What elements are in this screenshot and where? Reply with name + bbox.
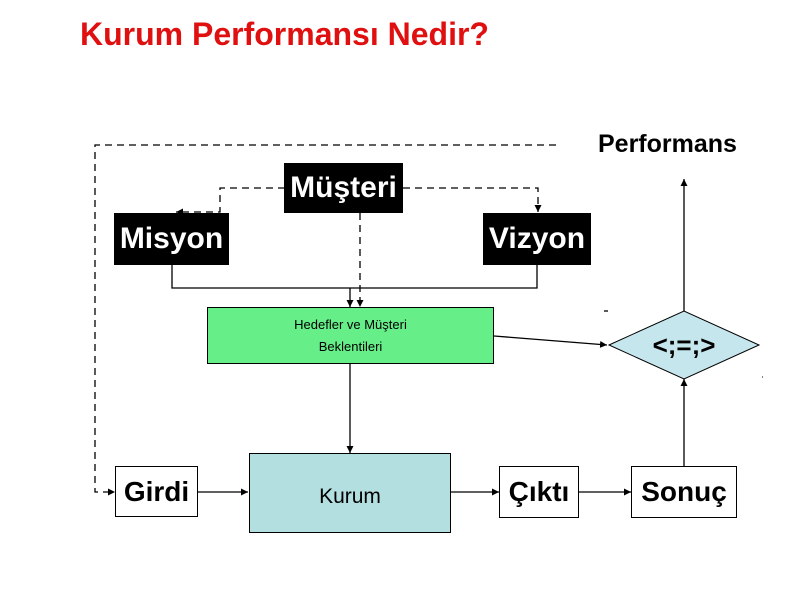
vizyon-label: Vizyon — [488, 222, 586, 255]
musteri-label: Müşteri — [290, 171, 397, 204]
kurum-box: Kurum — [249, 453, 451, 533]
performans-label: Performans — [598, 130, 737, 158]
hedefler-label-line2: Beklentileri — [318, 338, 383, 354]
musteri-box: Müşteri — [284, 163, 403, 213]
cikti-label: Çıktı — [508, 476, 570, 507]
sonuc-label: Sonuç — [641, 476, 727, 507]
comparison-label: <;=;> — [652, 330, 716, 360]
girdi-box: Girdi — [115, 466, 198, 517]
kurum-label: Kurum — [319, 485, 381, 508]
feedback-dashed-loop — [94, 144, 556, 496]
vizyon-box: Vizyon — [483, 213, 591, 265]
misyon-label: Misyon — [119, 222, 224, 255]
musteri-to-vizyon-dashed — [403, 187, 542, 212]
girdi-label: Girdi — [123, 475, 190, 507]
hedefler-to-comparison-arrow — [493, 335, 608, 348]
misyon-box: Misyon — [114, 213, 229, 265]
hedefler-label-line1: Hedefler ve Müşteri — [294, 316, 407, 332]
hedefler-box: Hedefler ve Müşteri Beklentileri — [207, 307, 494, 364]
page-title: Kurum Performansı Nedir? — [80, 16, 489, 52]
sonuc-box: Sonuç — [631, 466, 737, 518]
misyon-vizyon-to-hedefler — [171, 265, 538, 289]
musteri-to-misyon-dashed — [176, 187, 285, 216]
comparison-diamond — [607, 310, 761, 380]
cikti-box: Çıktı — [499, 466, 579, 518]
